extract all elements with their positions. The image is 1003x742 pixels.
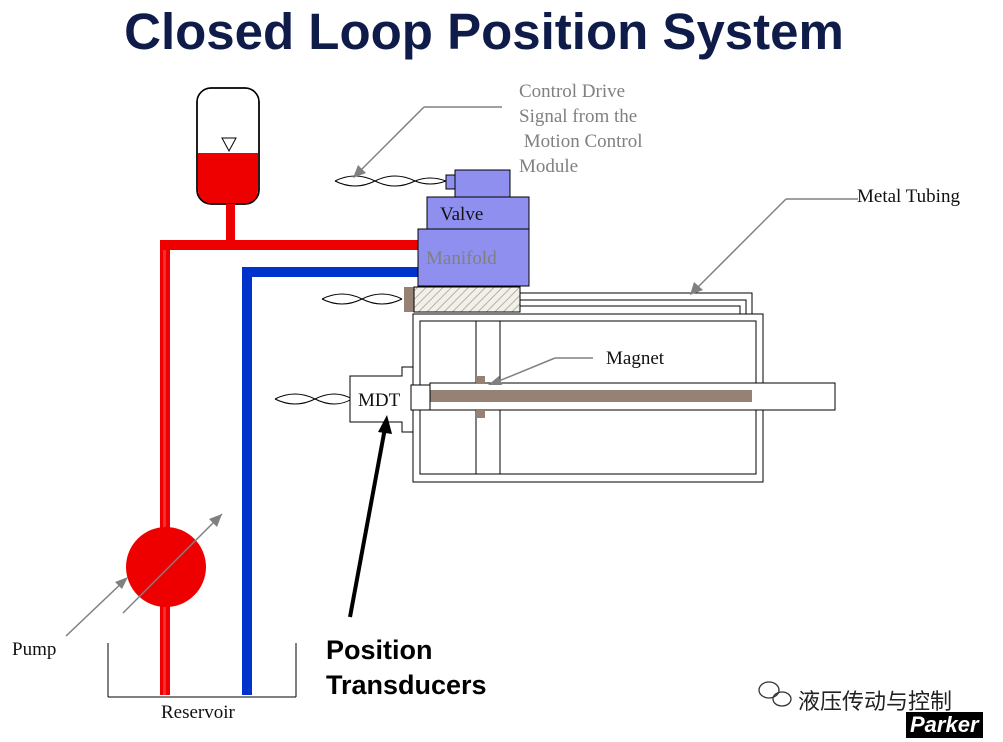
pump-label: Pump bbox=[12, 639, 57, 660]
connector-block bbox=[404, 287, 414, 312]
magnet-label: Magnet bbox=[606, 348, 665, 369]
pressure-line bbox=[160, 204, 420, 695]
mdt-head bbox=[349, 366, 431, 433]
pump-symbol bbox=[122, 513, 223, 614]
control-drive-label: Control Drive Signal from the Motion Con… bbox=[519, 81, 643, 177]
magnet-ring bbox=[476, 376, 485, 418]
metal-tubing-label: Metal Tubing bbox=[857, 186, 960, 207]
position-transducer-arrow bbox=[348, 427, 387, 618]
metal-tubing bbox=[520, 292, 753, 314]
mdt-cable bbox=[274, 393, 353, 405]
transducer-housing bbox=[413, 286, 521, 313]
reservoir-label: Reservoir bbox=[161, 702, 235, 723]
servo-valve bbox=[426, 169, 530, 231]
control-cable bbox=[334, 175, 447, 187]
pump-leader bbox=[65, 578, 127, 637]
position-transducers-label: Position Transducers bbox=[326, 635, 487, 700]
fluid-level-icon bbox=[221, 137, 237, 153]
wechat-icon bbox=[758, 681, 792, 707]
waveguide-rod bbox=[430, 390, 752, 402]
manifold-block bbox=[417, 228, 530, 287]
watermark-text: 液压传动与控制 bbox=[798, 690, 953, 715]
parker-logo: Parker bbox=[906, 712, 983, 738]
page-title: Closed Loop Position System bbox=[124, 3, 844, 60]
mdt-label: MDT bbox=[358, 390, 401, 411]
accumulator-tank bbox=[196, 87, 260, 205]
reservoir bbox=[107, 643, 297, 698]
manifold-cable bbox=[321, 293, 403, 305]
valve-label: Valve bbox=[440, 204, 484, 225]
return-line bbox=[242, 267, 420, 695]
manifold-label: Manifold bbox=[426, 248, 497, 269]
